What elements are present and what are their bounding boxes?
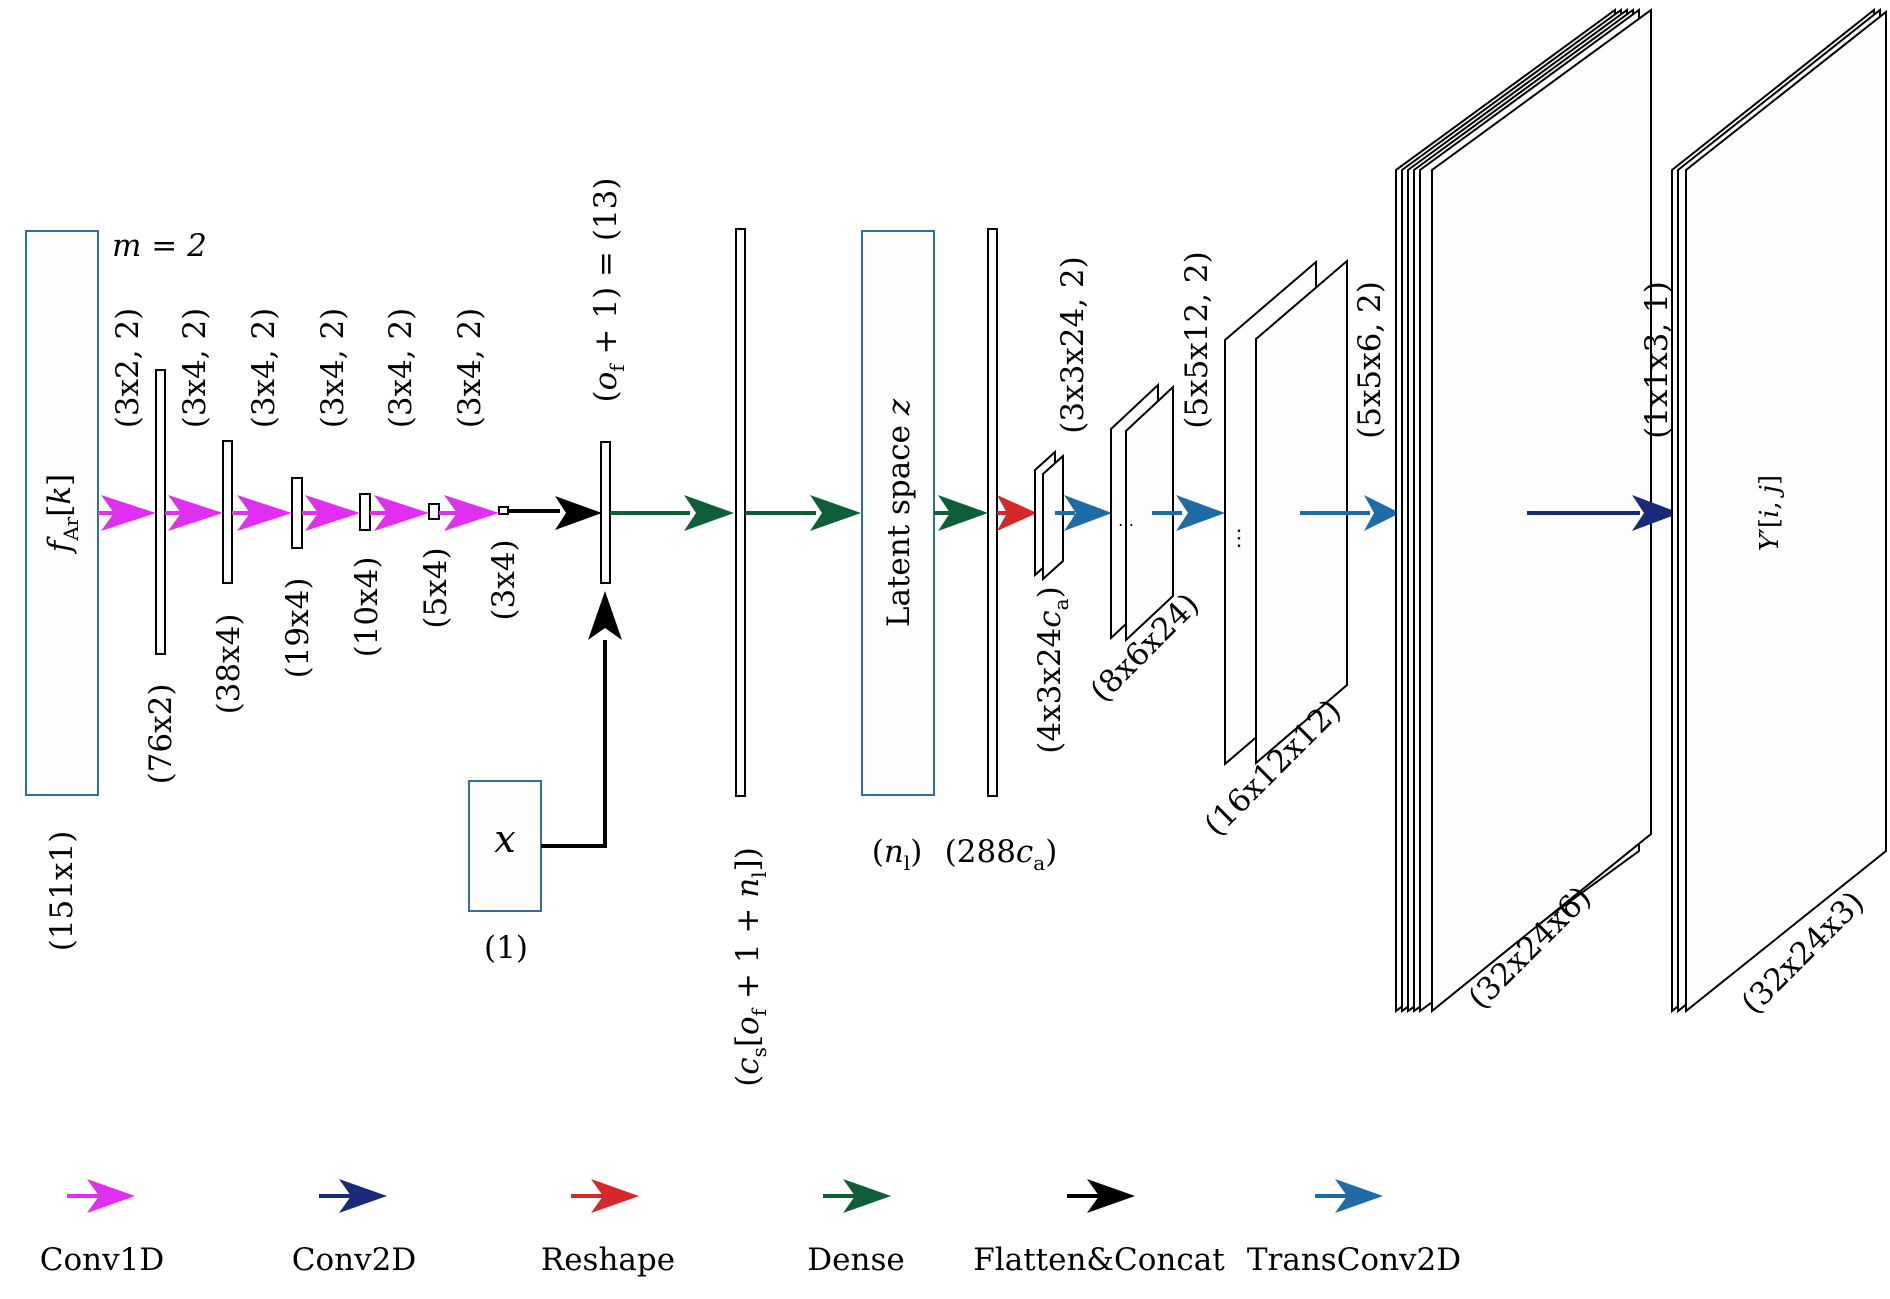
conv1d-arrow-head-5: [374, 495, 429, 531]
legend-label-conv2d: Conv2D: [292, 1242, 416, 1278]
m-label: m = 2: [112, 228, 207, 264]
legend-label-dense: Dense: [807, 1242, 904, 1278]
conv-shape-label-6: (3x4): [486, 539, 522, 620]
input-size-label: (151x1): [44, 831, 80, 952]
x-input-label: x: [494, 817, 515, 861]
conv-kernel-label-3: (3x4, 2): [246, 308, 282, 429]
conv-bar-3: [291, 477, 303, 549]
legend-arrow-flatten_concat: [1087, 1179, 1135, 1213]
conv-kernel-label-6: (3x4, 2): [452, 308, 488, 429]
decoder-kernel-2: (5x5x12, 2): [1179, 251, 1215, 428]
concat-arrow: [541, 640, 607, 848]
output-label: Y′[i, j]: [1755, 475, 1785, 551]
concat-arrow-head: [588, 591, 622, 640]
decoder-kernel-1: (3x3x24, 2): [1055, 256, 1091, 433]
conv2d-arrow-head: [1632, 495, 1680, 531]
conv1d-arrow-head-3: [237, 495, 292, 531]
decoder-dots-2: ⋯: [1118, 515, 1134, 534]
conv-kernel-label-2: (3x4, 2): [177, 308, 213, 429]
latent-space-box: [861, 230, 935, 796]
conv1d-arrow-head-4: [305, 495, 360, 531]
decoder-map-1b: [1042, 453, 1064, 582]
x-input-size: (1): [484, 930, 528, 966]
transconv-arrow-2-head: [1176, 495, 1225, 531]
conv-shape-label-1: (76x2): [143, 684, 179, 785]
decoder-stack-6: [1395, 8, 1652, 1014]
x-input-box: [468, 780, 542, 912]
decoder-kernel-4: (1x1x3, 1): [1639, 281, 1675, 439]
flatten-label: (of + 1) = (13): [588, 177, 629, 402]
input-signal-label: fAr[k]: [42, 474, 83, 555]
dense-output-bar: [987, 228, 998, 797]
conv-bar-2: [222, 440, 233, 584]
dense-arrow-2-head: [810, 495, 861, 531]
latent-space-label: Latent space z: [881, 398, 917, 627]
decoder-shape-1: (4x3x24ca): [1032, 586, 1073, 753]
decoder-map-2b: [1125, 384, 1174, 643]
conv1d-arrow-head-2: [168, 495, 223, 531]
legend-arrow-conv2d: [339, 1179, 387, 1213]
conv-shape-label-4: (10x4): [349, 557, 385, 658]
decoder-dots-3: ⋮: [1228, 526, 1250, 551]
flatten-bar: [600, 441, 611, 584]
conv-shape-label-2: (38x4): [211, 614, 247, 715]
legend-label-transconv2d: TransConv2D: [1247, 1242, 1461, 1278]
conv1d-arrows: [98, 495, 499, 531]
output-stack-3: [1671, 7, 1887, 1014]
transconv-arrow-1-head: [1064, 495, 1112, 531]
legend-label-flatten_concat: Flatten&Concat: [973, 1242, 1225, 1278]
legend-arrow-conv1d: [87, 1179, 135, 1213]
concat-label: (cs[of + 1 + nl]): [730, 847, 771, 1087]
transconv-arrow-3-head: [1364, 495, 1400, 531]
dense-arrow-3-head: [938, 495, 988, 531]
input-signal-box: [25, 230, 99, 796]
legend-arrow-reshape: [591, 1179, 639, 1213]
dense-arrow-1-head: [684, 495, 734, 531]
dense-output-label: (288ca): [945, 834, 1058, 875]
conv-shape-label-3: (19x4): [280, 578, 316, 679]
conv-bar-6: [498, 506, 509, 515]
conv-kernel-label-4: (3x4, 2): [315, 308, 351, 429]
conv-bar-5: [428, 503, 440, 520]
legend-label-conv1d: Conv1D: [40, 1242, 164, 1278]
concat-bar: [735, 228, 746, 797]
latent-size-label: (nl): [872, 834, 923, 875]
decoder-kernel-3: (5x5x6, 2): [1352, 281, 1388, 439]
legend-label-reshape: Reshape: [541, 1242, 675, 1278]
reshape-arrow-head: [997, 495, 1037, 531]
conv-shape-label-5: (5x4): [418, 547, 454, 628]
conv-kernel-label-5: (3x4, 2): [383, 308, 419, 429]
conv-bar-4: [359, 493, 371, 531]
conv1d-arrow-head-6: [444, 495, 499, 531]
flatten-arrow-head: [555, 496, 602, 530]
conv-bar-1: [155, 369, 166, 655]
legend-arrow-transconv2d: [1335, 1179, 1383, 1213]
conv1d-arrow-head-1: [101, 495, 156, 531]
legend: Conv1D Conv2D Reshape Dense Flatten&Concat Tr…: [40, 1179, 1461, 1278]
legend-arrow-dense: [843, 1179, 891, 1213]
conv-kernel-label-1: (3x2, 2): [110, 308, 146, 429]
